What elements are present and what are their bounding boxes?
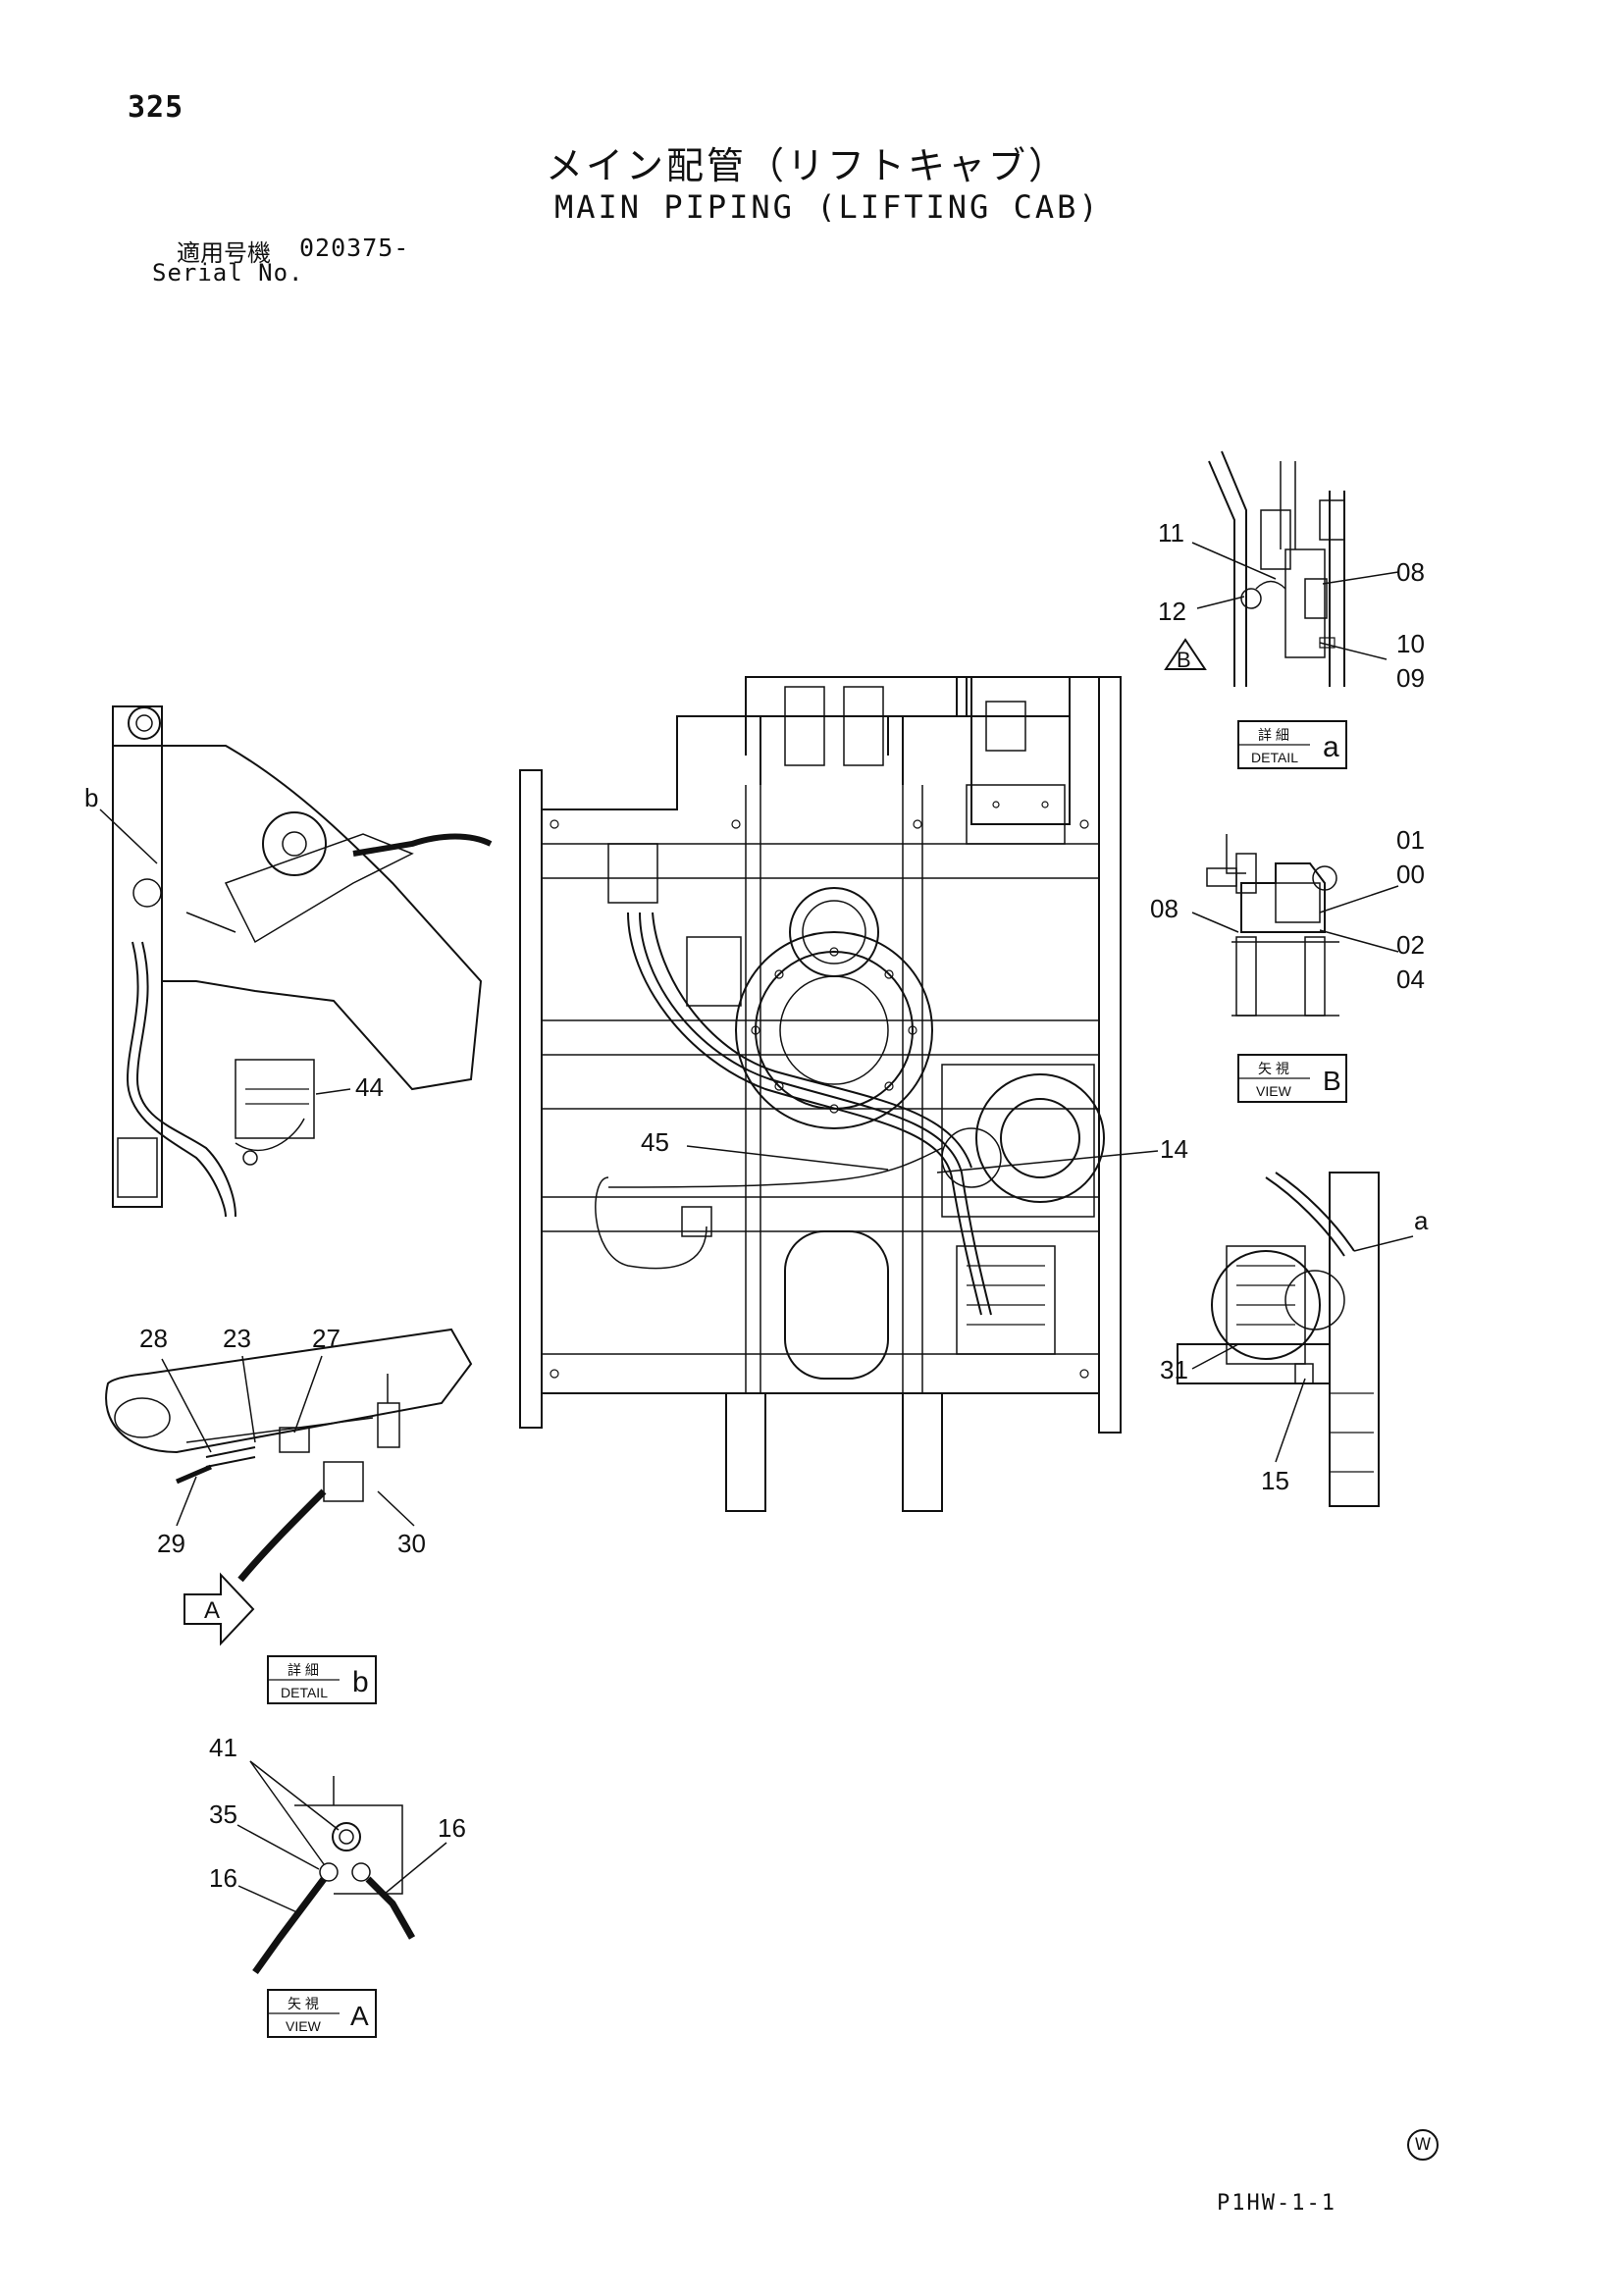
- leader-lines: [99, 542, 1414, 1914]
- title-english: MAIN PIPING (LIFTING CAB): [554, 188, 1101, 226]
- serial-label-english: Serial No.: [152, 259, 304, 287]
- callout-31: 31: [1160, 1355, 1188, 1384]
- callout-b: b: [84, 783, 98, 812]
- callout-10: 10: [1396, 629, 1425, 658]
- callout-02: 02: [1396, 930, 1425, 960]
- view-b-drawing: [1206, 834, 1339, 1017]
- callout-01: 01: [1396, 825, 1425, 855]
- view-b-en: VIEW: [1256, 1083, 1292, 1099]
- callout-15: 15: [1261, 1466, 1289, 1495]
- arrow-b-marker: [1164, 638, 1207, 670]
- view-b-jp: 矢 視: [1258, 1061, 1289, 1076]
- detail-a-letter: a: [1323, 731, 1339, 763]
- callout-41: 41: [209, 1733, 237, 1762]
- callout-08-view-b: 08: [1150, 894, 1179, 923]
- arm-side-view-drawing: [112, 705, 493, 1218]
- callout-35: 35: [209, 1799, 237, 1829]
- detail-b-box: [267, 1655, 377, 1704]
- callout-45: 45: [641, 1127, 669, 1157]
- callout-44: 44: [355, 1072, 384, 1102]
- title-japanese: メイン配管（リフトキャブ）: [546, 144, 1070, 187]
- callout-14: 14: [1160, 1134, 1188, 1164]
- detail-a-en: DETAIL: [1251, 750, 1298, 765]
- arrow-a-marker: [183, 1572, 255, 1646]
- view-b-box: [1237, 1054, 1347, 1103]
- callout-27: 27: [312, 1324, 341, 1353]
- detail-a-box: [1237, 720, 1347, 769]
- view-a-drawing: [252, 1776, 416, 1975]
- arrow-b-label: B: [1177, 648, 1191, 672]
- detail-a-drawing: [1208, 450, 1345, 687]
- callout-29: 29: [157, 1529, 185, 1558]
- pump-side-view-drawing: [1177, 1172, 1380, 1507]
- view-a-jp: 矢 視: [288, 1996, 319, 2011]
- callout-09: 09: [1396, 663, 1425, 693]
- serial-label-japanese: 適用号機: [177, 239, 271, 267]
- callout-16-left: 16: [209, 1863, 237, 1893]
- detail-a-jp: 詳 細: [1258, 727, 1289, 743]
- drawing-code: P1HW-1-1: [1217, 2191, 1336, 2216]
- view-b-letter: B: [1323, 1066, 1341, 1096]
- callout-30: 30: [397, 1529, 426, 1558]
- detail-b-letter: b: [352, 1666, 369, 1698]
- detail-b-drawing: [105, 1328, 473, 1583]
- callout-28: 28: [139, 1324, 168, 1353]
- callout-04: 04: [1396, 965, 1425, 994]
- callout-12: 12: [1158, 597, 1186, 626]
- main-frame-drawing: [519, 676, 1122, 1512]
- callout-23: 23: [223, 1324, 251, 1353]
- callout-a: a: [1414, 1206, 1429, 1235]
- arrow-a-label: A: [204, 1597, 220, 1624]
- callout-00: 00: [1396, 860, 1425, 889]
- view-a-box: [267, 1989, 377, 2038]
- view-a-letter: A: [350, 2001, 369, 2031]
- detail-b-en: DETAIL: [281, 1685, 328, 1700]
- view-a-en: VIEW: [286, 2018, 322, 2034]
- callout-08-detail-a: 08: [1396, 557, 1425, 587]
- callout-16-right: 16: [438, 1813, 466, 1843]
- watermark-symbol: W: [1407, 2129, 1439, 2161]
- page-number: 325: [128, 90, 184, 125]
- callout-11: 11: [1158, 518, 1184, 548]
- detail-b-jp: 詳 細: [288, 1662, 319, 1678]
- serial-number-value: 020375-: [299, 234, 410, 262]
